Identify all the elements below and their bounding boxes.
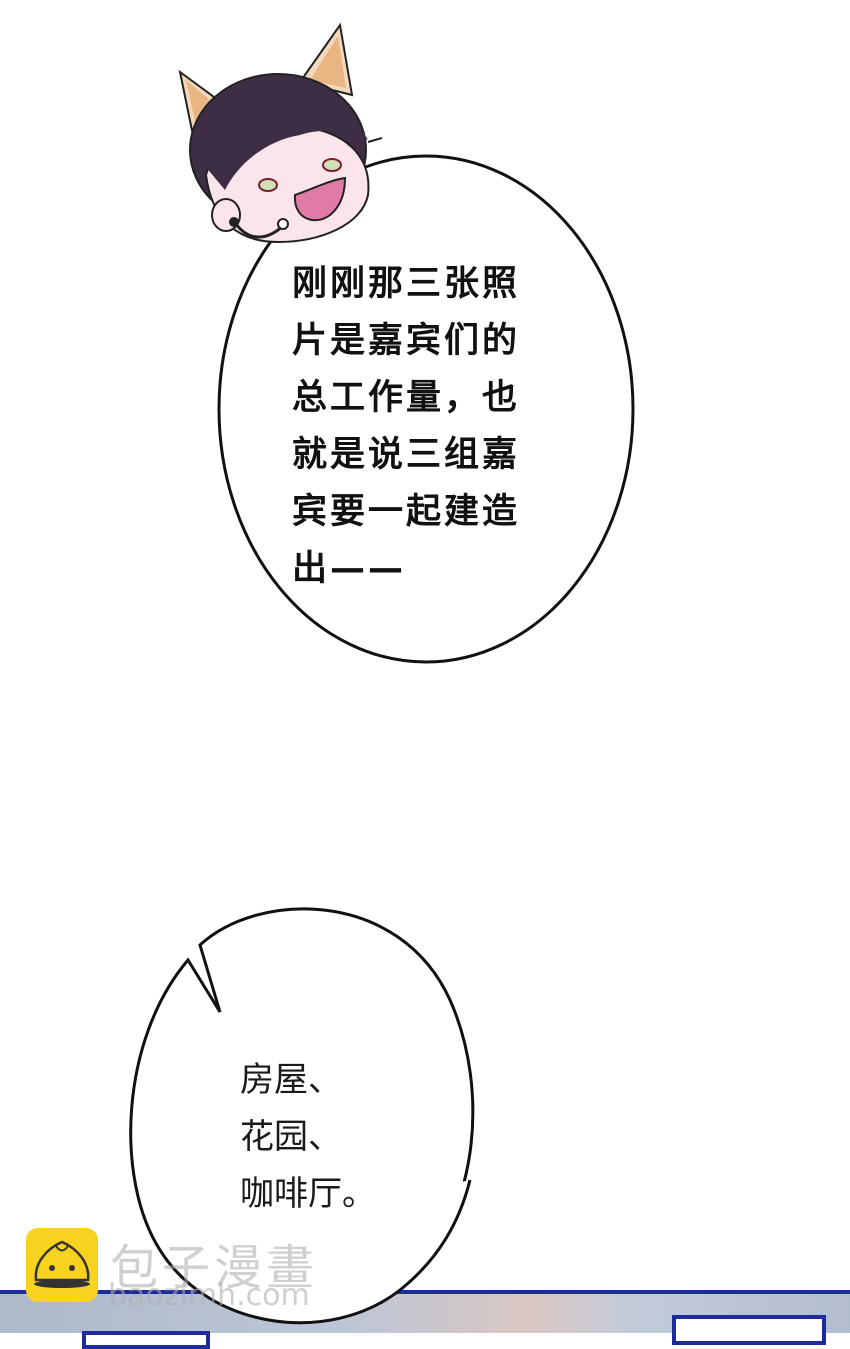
- dialogue-line: 总工作量，也: [292, 378, 521, 418]
- watermark-logo: [26, 1228, 98, 1302]
- watermark-url: baozimh.com: [108, 1278, 310, 1313]
- dialogue-line: 咖啡厅。: [240, 1174, 376, 1214]
- character-head-illustration: [178, 22, 383, 244]
- dialogue-line: 房屋、: [240, 1060, 342, 1100]
- dialogue-line: 出——: [292, 549, 407, 589]
- steamed-bun-icon: [34, 1240, 90, 1288]
- next-panel-caption-box: [82, 1331, 210, 1349]
- dialogue-line: 就是说三组嘉: [292, 435, 521, 475]
- speech-bubble-1: [217, 154, 635, 664]
- next-panel-caption-box: [672, 1315, 826, 1345]
- dialogue-line: 刚刚那三张照: [292, 264, 521, 304]
- dialogue-line: 片是嘉宾们的: [292, 321, 521, 361]
- watermark-title: 包子漫畫: [110, 1240, 319, 1296]
- dialogue-line: 宾要一起建造: [292, 492, 521, 532]
- speech-bubble-1-text: 刚刚那三张照 片是嘉宾们的 总工作量，也 就是说三组嘉 宾要一起建造 出——: [292, 256, 562, 598]
- speech-bubble-2-text: 房屋、 花园、 咖啡厅。: [240, 1052, 440, 1223]
- dialogue-line: 花园、: [240, 1117, 342, 1157]
